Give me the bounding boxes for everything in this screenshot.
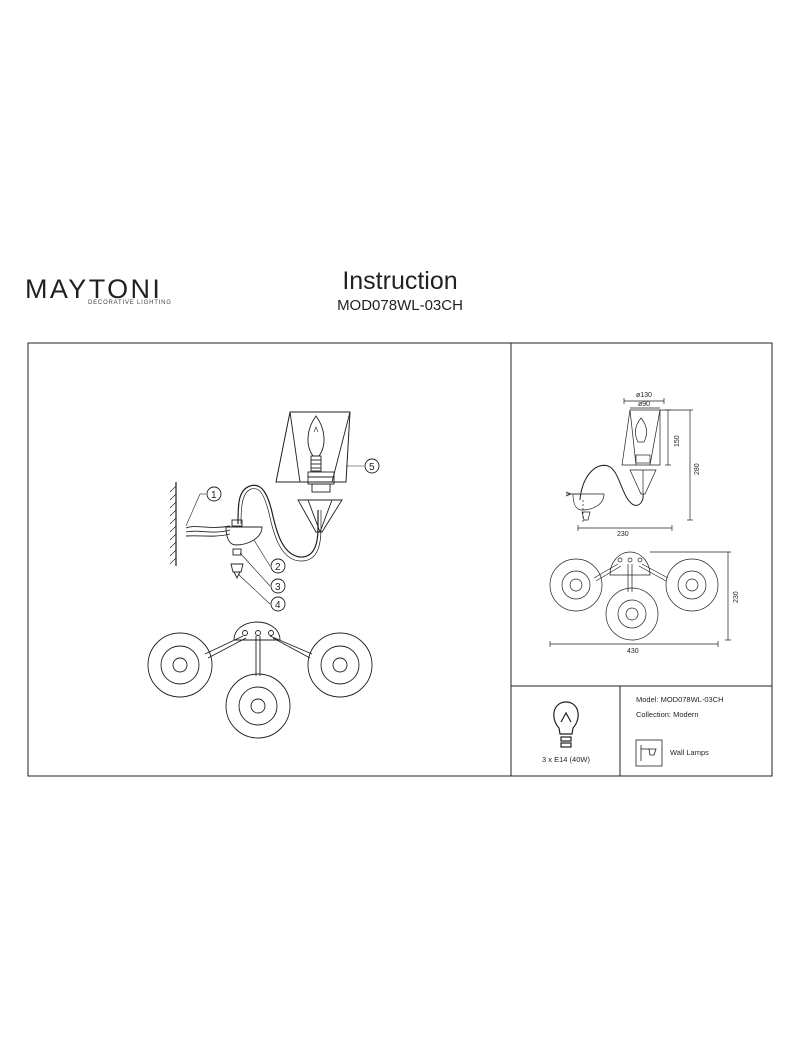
bulb-spec: 3 x E14 (40W) [542,755,590,764]
model-subtitle: MOD078WL-03CH [337,297,463,314]
model-info: Model: MOD078WL-03CH [636,695,724,704]
lamp-type: Wall Lamps [670,748,709,757]
top-view-main [147,621,373,739]
wall-lamp-icon [635,739,663,767]
callout-2: 2 [275,562,281,573]
callout-5: 5 [369,462,375,473]
page-title: Instruction [342,267,458,295]
dim-shade-top: ø130 [636,392,652,399]
dimension-side-view [565,398,693,531]
dim-depth: 230 [617,531,629,538]
bulb-icon [553,701,579,748]
brand-tagline: DECORATIVE LIGHTING [88,300,172,306]
callout-3: 3 [275,582,281,593]
dim-width: 430 [627,648,639,655]
brand-logo: MAYTONI [25,274,163,304]
callout-1: 1 [211,490,217,501]
assembly-drawing [169,411,380,612]
dimension-top-view [549,551,731,647]
dim-total-height: 280 [694,463,701,475]
collection-info: Collection: Modern [636,710,699,719]
main-frame [27,342,773,777]
dim-top-depth: 230 [733,591,740,603]
callout-4: 4 [275,600,281,611]
dim-shade-bottom: ø90 [638,401,650,408]
dim-shade-height: 150 [674,435,681,447]
